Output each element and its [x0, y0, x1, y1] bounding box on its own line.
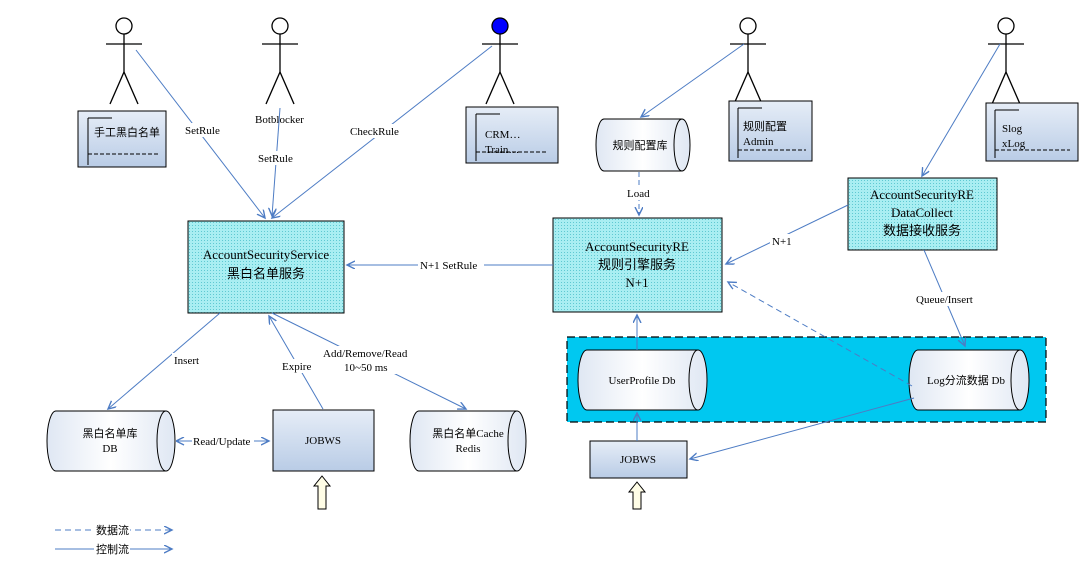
store-log-db-label: Log分流数据 Db [927, 373, 1005, 387]
edge-label-n1: N+1 [772, 236, 792, 248]
edge-label-queue-insert: Queue/Insert [916, 294, 973, 306]
edge-slog-collect [922, 43, 1001, 176]
actor-label-crm-2: Train… [485, 144, 519, 156]
edge-label-setrule-manual: SetRule [185, 125, 220, 137]
actor-icon-admin [730, 17, 766, 105]
store-log-db: Log分流数据 Db [908, 349, 1030, 411]
edge-label-latency: 10~50 ms [344, 362, 388, 374]
actor-icon-manual [106, 17, 142, 105]
edge-admin-config [641, 43, 745, 117]
actor-card-admin: 规则配置 Admin [728, 100, 813, 162]
actor-card-slog: Slog xLog [985, 102, 1079, 162]
service-rule-engine: AccountSecurityRE 规则引擎服务 N+1 [552, 217, 723, 313]
job-jobws-right: JOBWS [589, 440, 688, 479]
job-jobws-left: JOBWS [272, 409, 375, 472]
edge-label-setrule-bot: SetRule [258, 153, 293, 165]
actor-label-crm-1: CRM… [485, 129, 520, 141]
edge-label-load: Load [627, 188, 650, 200]
edge-log-to-re [728, 282, 913, 387]
store-blacklist-db-label-2: DB [102, 443, 117, 455]
service-rule-engine-name: AccountSecurityRE [585, 239, 689, 254]
store-userprofile-db-label: UserProfile Db [609, 375, 676, 387]
edge-insert [108, 312, 221, 409]
legend-data-flow: 数据流 [96, 523, 129, 537]
edge-label-expire: Expire [282, 361, 311, 373]
service-data-collect: AccountSecurityRE DataCollect 数据接收服务 [847, 177, 998, 251]
legend: 数据流 控制流 [55, 523, 172, 556]
edge-label-add-remove-read: Add/Remove/Read [323, 348, 408, 360]
actor-icon-crm [482, 17, 518, 105]
edge-log-to-jobws [690, 397, 915, 459]
service-data-collect-desc: 数据接收服务 [883, 223, 961, 238]
service-data-collect-sub: DataCollect [891, 205, 953, 220]
edge-label-checkrule: CheckRule [350, 126, 399, 138]
actor-label-slog-2: xLog [1002, 138, 1026, 150]
job-jobws-left-label: JOBWS [305, 435, 341, 447]
edge-label-read-update: Read/Update [193, 436, 251, 448]
actor-icon-slog [988, 17, 1024, 105]
job-jobws-right-label: JOBWS [620, 454, 656, 466]
actor-card-crm: CRM… Train… [465, 106, 559, 164]
actor-label-manual: 手工黑白名单 [94, 125, 160, 139]
edge-label-n1-setrule: N+1 SetRule [420, 260, 477, 272]
store-cache-redis-label-1: 黑白名单Cache [432, 426, 504, 440]
actor-label-admin-2: Admin [743, 136, 774, 148]
store-userprofile-db: UserProfile Db [577, 349, 708, 411]
store-cache-redis: 黑白名单Cache Redis [409, 410, 527, 472]
actor-icon-botblocker [262, 17, 298, 105]
store-rule-config-db-label: 规则配置库 [613, 138, 668, 152]
legend-control-flow: 控制流 [96, 542, 129, 556]
actor-label-admin-1: 规则配置 [743, 119, 787, 133]
service-account-security: AccountSecurityService 黑白名单服务 [187, 220, 345, 314]
service-rule-engine-desc: 规则引擎服务 [598, 257, 676, 272]
service-account-security-desc: 黑白名单服务 [227, 266, 305, 281]
actor-label-slog-1: Slog [1002, 123, 1023, 135]
store-blacklist-db: 黑白名单库 DB [46, 410, 176, 472]
actor-card-manual: 手工黑白名单 [77, 110, 167, 168]
trigger-arrow-icon-right [627, 481, 647, 510]
trigger-arrow-icon-left [312, 475, 332, 510]
service-rule-engine-count: N+1 [625, 275, 648, 290]
store-blacklist-db-label-1: 黑白名单库 [83, 426, 138, 440]
store-rule-config-db: 规则配置库 [595, 118, 691, 172]
service-data-collect-name: AccountSecurityRE [870, 187, 974, 202]
store-cache-redis-label-2: Redis [455, 443, 480, 455]
service-account-security-name: AccountSecurityService [203, 247, 330, 262]
edge-label-insert: Insert [174, 355, 199, 367]
